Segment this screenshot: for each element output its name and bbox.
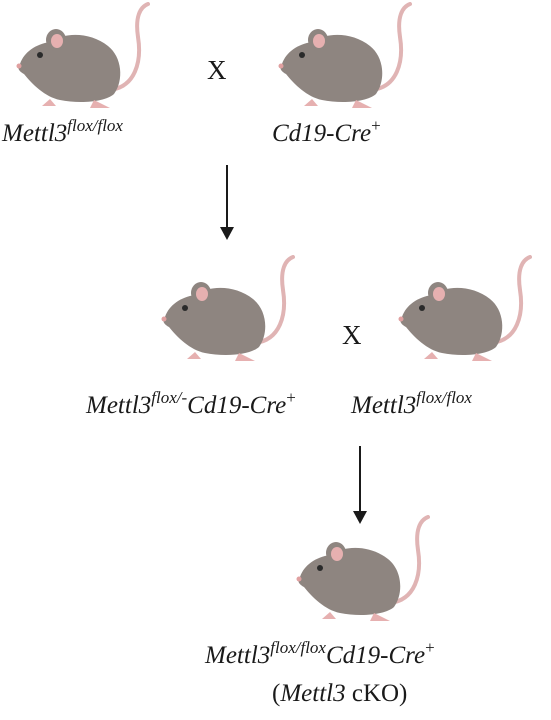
- label-gen1-left: Mettl3flox/flox: [2, 116, 123, 147]
- mouse-icon-gen1-right: [276, 2, 412, 110]
- label-gen1-right: Cd19-Cre+: [272, 116, 381, 147]
- mouse-icon-gen3: [294, 515, 430, 623]
- mouse-icon-gen2-right: [396, 255, 532, 363]
- label-gen3: Mettl3flox/floxCd19-Cre+: [205, 638, 435, 669]
- label-gen2-right: Mettl3flox/flox: [351, 388, 472, 419]
- down-arrow-1: [220, 165, 234, 240]
- label-gen2-left: Mettl3flox/-Cd19-Cre+: [86, 388, 296, 419]
- cross-symbol-gen1: X: [207, 55, 227, 85]
- sublabel-gen3: (Mettl3 cKO): [272, 680, 408, 707]
- down-arrow-2: [353, 446, 367, 524]
- mouse-icon-gen1-left: [14, 2, 150, 110]
- mouse-icon-gen2-left: [159, 255, 295, 363]
- cross-symbol-gen2: X: [342, 320, 362, 350]
